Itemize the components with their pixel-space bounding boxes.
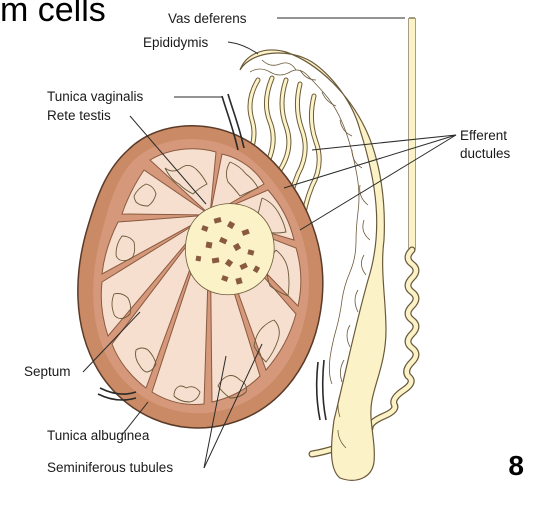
label-tunica-vaginalis: Tunica vaginalis (47, 89, 144, 104)
tunica-vaginalis (97, 93, 327, 421)
page-heading: m cells (0, 0, 106, 29)
label-efferent: Efferent (460, 128, 507, 143)
label-septum: Septum (24, 364, 71, 379)
label-seminiferous-tubules: Seminiferous tubules (47, 460, 173, 475)
page-number: 8 (508, 450, 524, 481)
label-vas-deferens: Vas deferens (168, 11, 247, 26)
epididymis (239, 49, 387, 481)
rete-testis (185, 203, 275, 296)
leader-lines (82, 17, 457, 469)
label-epididymis: Epididymis (143, 35, 209, 50)
label-ductules: ductules (460, 146, 511, 161)
label-tunica-albuginea: Tunica albuginea (47, 428, 150, 443)
testis (77, 125, 324, 429)
label-rete-testis: Rete testis (47, 108, 111, 123)
